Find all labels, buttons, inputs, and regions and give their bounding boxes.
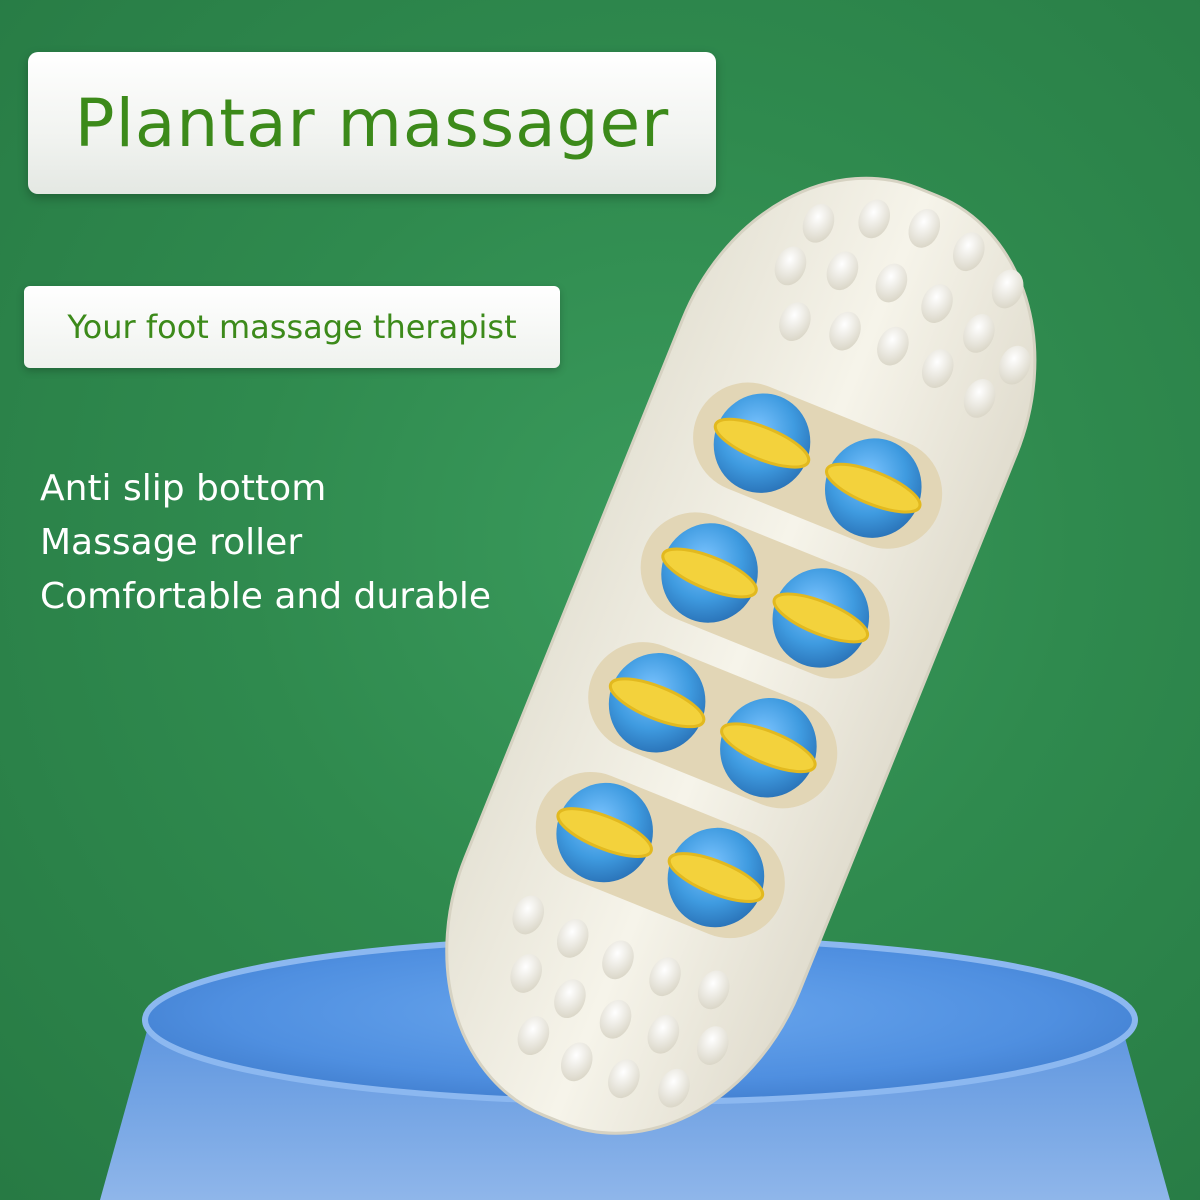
feature-item: Massage roller xyxy=(40,522,303,563)
roller xyxy=(772,568,870,668)
subtitle-banner: Your foot massage therapist xyxy=(24,286,560,368)
massager-body xyxy=(445,176,1037,1135)
product-title: Plantar massager xyxy=(74,84,670,162)
roller xyxy=(667,827,765,928)
top-nubs xyxy=(774,199,1031,418)
product-subtitle: Your foot massage therapist xyxy=(67,308,517,346)
feature-list: Anti slip bottom Massage roller Comforta… xyxy=(40,462,491,624)
roller xyxy=(556,782,653,883)
massage-rollers xyxy=(556,393,922,928)
roller xyxy=(720,698,817,798)
feature-item: Anti slip bottom xyxy=(40,468,327,509)
bottom-nubs xyxy=(510,895,730,1108)
roller xyxy=(661,523,758,623)
roller xyxy=(824,438,922,538)
roller xyxy=(713,393,811,493)
roller xyxy=(608,653,706,753)
feature-item: Comfortable and durable xyxy=(40,576,492,617)
title-banner: Plantar massager xyxy=(28,52,716,194)
